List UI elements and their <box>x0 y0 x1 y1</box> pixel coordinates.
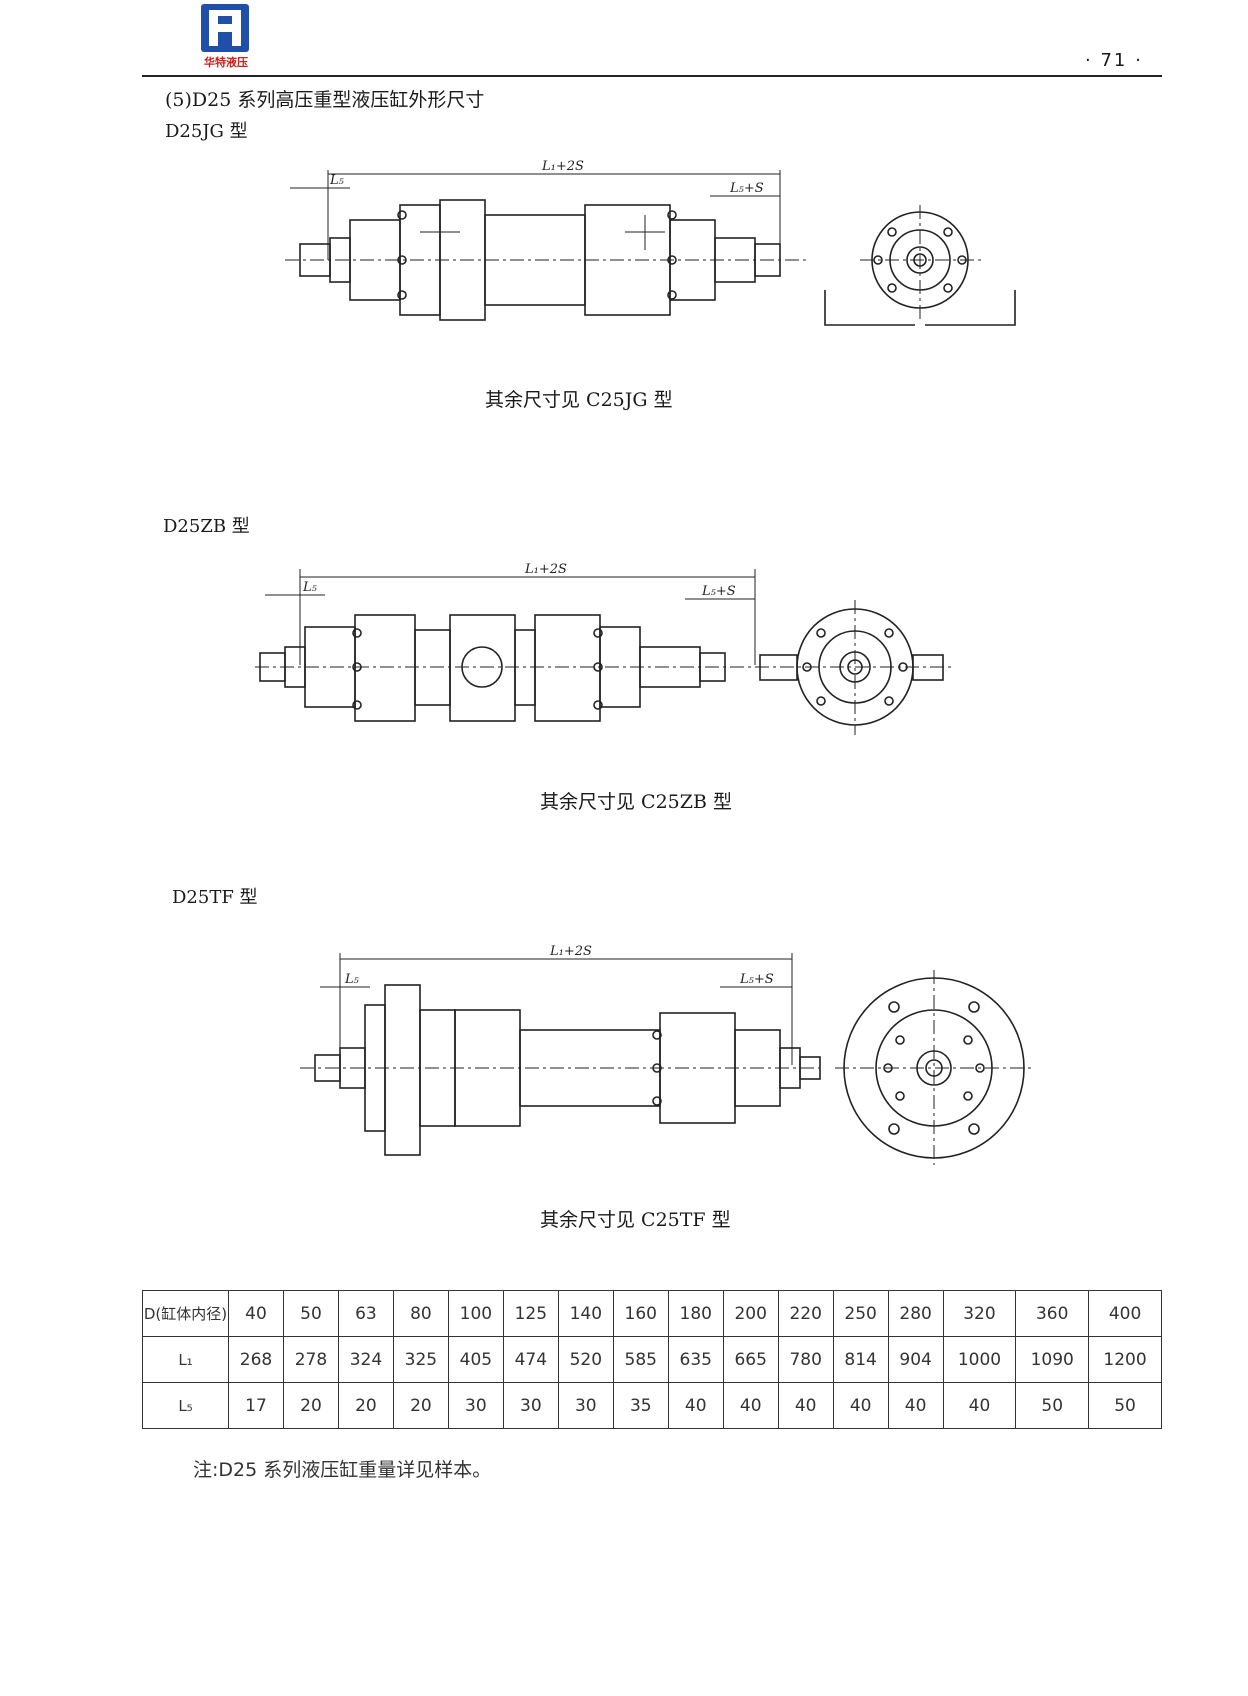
table-cell: 35 <box>612 1382 669 1429</box>
dimension-table: D(缸体内径) 40 50 63 80 100 125 140 160 180 … <box>142 1290 1162 1429</box>
dim-left-label: L₅ <box>329 173 345 188</box>
table-cell: 520 <box>557 1336 614 1383</box>
table-cell: 30 <box>502 1382 559 1429</box>
table-cell: 324 <box>337 1336 394 1383</box>
dim-left-label: L₅ <box>302 580 318 595</box>
table-cell: 780 <box>777 1336 834 1383</box>
table-cell: 40 <box>228 1290 284 1337</box>
table-cell: 30 <box>447 1382 504 1429</box>
page-number: · 71 · <box>1085 50 1143 71</box>
table-cell: 220 <box>777 1290 834 1337</box>
table-cell: 635 <box>667 1336 724 1383</box>
table-cell: 320 <box>942 1290 1017 1337</box>
dim-right-label: L₅+S <box>729 181 764 196</box>
table-cell: 40 <box>887 1382 944 1429</box>
table-cell: 30 <box>557 1382 614 1429</box>
dim-overall-label: L₁+2S <box>524 562 567 577</box>
table-cell: 474 <box>502 1336 559 1383</box>
figure-caption-d25jg: 其余尺寸见 C25JG 型 <box>485 389 673 411</box>
table-row-bore-diameter: D(缸体内径) 40 50 63 80 100 125 140 160 180 … <box>142 1290 1162 1337</box>
table-cell: 325 <box>392 1336 449 1383</box>
table-cell: 50 <box>1015 1382 1090 1429</box>
table-cell: 585 <box>612 1336 669 1383</box>
table-cell: 268 <box>228 1336 284 1383</box>
table-cell: 63 <box>337 1290 394 1337</box>
table-cell: 40 <box>777 1382 834 1429</box>
table-cell: 20 <box>337 1382 394 1429</box>
table-cell: 50 <box>1088 1382 1162 1429</box>
row-label: L₁ <box>142 1336 229 1383</box>
table-cell: 125 <box>502 1290 559 1337</box>
table-cell: 40 <box>722 1382 779 1429</box>
drawing-d25zb: L₁+2S L₅ L₅+S <box>255 562 955 735</box>
table-cell: 280 <box>887 1290 944 1337</box>
table-cell: 80 <box>392 1290 449 1337</box>
dim-left-label: L₅ <box>344 972 360 987</box>
section-title: (5)D25 系列高压重型液压缸外形尺寸 <box>165 89 485 111</box>
table-cell: 160 <box>612 1290 669 1337</box>
figure-title-d25jg: D25JG 型 <box>165 121 248 142</box>
dim-right-label: L₅+S <box>701 584 736 599</box>
table-cell: 180 <box>667 1290 724 1337</box>
table-cell: 200 <box>722 1290 779 1337</box>
table-cell: 250 <box>832 1290 889 1337</box>
table-row-l5: L₅ 17 20 20 20 30 30 30 35 40 40 40 40 4… <box>142 1382 1162 1429</box>
table-cell: 140 <box>557 1290 614 1337</box>
table-cell: 1200 <box>1088 1336 1162 1383</box>
figure-caption-d25zb: 其余尺寸见 C25ZB 型 <box>540 791 732 813</box>
drawing-d25jg: L₁+2S L₅ L₅+S <box>285 160 1016 326</box>
footnote: 注:D25 系列液压缸重量详见样本。 <box>193 1459 492 1481</box>
table-cell: 20 <box>282 1382 339 1429</box>
table-cell: 17 <box>228 1382 284 1429</box>
figure-title-d25tf: D25TF 型 <box>172 887 258 908</box>
figure-caption-d25tf: 其余尺寸见 C25TF 型 <box>540 1209 731 1231</box>
table-cell: 405 <box>447 1336 504 1383</box>
table-cell: 20 <box>392 1382 449 1429</box>
table-cell: 665 <box>722 1336 779 1383</box>
table-cell: 360 <box>1015 1290 1090 1337</box>
figure-title-d25zb: D25ZB 型 <box>163 516 250 537</box>
table-cell: 1000 <box>942 1336 1017 1383</box>
table-cell: 40 <box>942 1382 1017 1429</box>
table-cell: 814 <box>832 1336 889 1383</box>
table-row-l1: L₁ 268 278 324 325 405 474 520 585 635 6… <box>142 1336 1162 1383</box>
table-cell: 400 <box>1088 1290 1162 1337</box>
dim-right-label: L₅+S <box>739 972 774 987</box>
row-label: L₅ <box>142 1382 229 1429</box>
logo-mark-icon <box>201 4 249 52</box>
table-cell: 100 <box>447 1290 504 1337</box>
header-rule <box>142 75 1162 77</box>
dim-overall-label: L₁+2S <box>549 944 592 959</box>
table-cell: 40 <box>667 1382 724 1429</box>
drawing-d25tf: L₁+2S L₅ L₅+S <box>300 944 1035 1165</box>
table-cell: 1090 <box>1015 1336 1090 1383</box>
table-cell: 50 <box>282 1290 339 1337</box>
table-cell: 904 <box>887 1336 944 1383</box>
company-logo: 华特液压 <box>195 4 257 74</box>
row-label: D(缸体内径) <box>142 1290 229 1337</box>
table-cell: 278 <box>282 1336 339 1383</box>
table-cell: 40 <box>832 1382 889 1429</box>
logo-brand-text: 华特液压 <box>204 56 248 69</box>
dim-overall-label: L₁+2S <box>541 160 584 174</box>
